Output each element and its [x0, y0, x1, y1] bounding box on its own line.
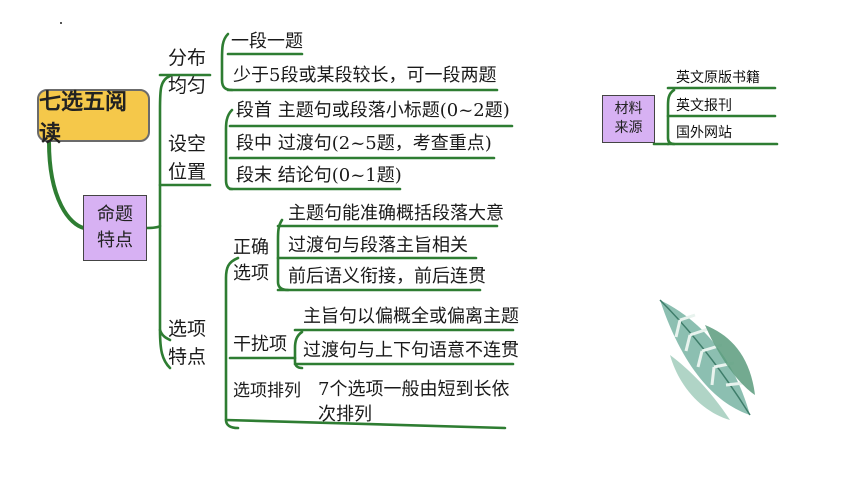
main-node: 命题 特点: [83, 195, 147, 261]
distractor-item: 主旨句以偏概全或偏离主题: [303, 306, 519, 327]
speck: [60, 22, 62, 24]
distractor-item: 过渡句与上下句语意不连贯: [303, 340, 519, 361]
correct-options-label1: 正确: [233, 237, 269, 258]
category-position-label2: 位置: [168, 161, 207, 183]
root-node: 七选五阅读: [37, 89, 150, 147]
category-options-label2: 特点: [168, 346, 207, 368]
distribution-item: 一段一题: [231, 31, 303, 52]
position-item: 段中 过渡句(2~5题，考查重点): [236, 133, 492, 154]
source-item: 英文原版书籍: [676, 70, 760, 86]
main-node-line1: 命题: [97, 204, 133, 225]
arrangement-label: 选项排列: [233, 381, 301, 401]
leaf-illustration: [659, 299, 755, 420]
sources-node-line2: 来源: [614, 120, 643, 136]
position-item: 段首 主题句或段落小标题(0~2题): [236, 100, 510, 121]
category-position-label1: 设空: [168, 133, 207, 155]
category-distribution-label2: 均匀: [168, 75, 207, 97]
arrangement-text-line1: 7个选项一般由短到长依: [318, 379, 510, 400]
source-item: 国外网站: [676, 125, 732, 141]
source-item: 英文报刊: [676, 98, 732, 114]
root-connector: [47, 140, 86, 230]
arrangement-text-line2: 次排列: [318, 404, 372, 425]
correct-options-label2: 选项: [233, 263, 269, 284]
category-distribution-label1: 分布: [168, 47, 207, 69]
category-options-label1: 选项: [168, 318, 207, 340]
correct-option-item: 过渡句与段落主旨相关: [288, 235, 468, 256]
correct-option-item: 前后语义衔接，前后连贯: [288, 266, 486, 287]
sources-node: 材料 来源: [602, 95, 655, 143]
distractor-label: 干扰项: [233, 334, 287, 355]
position-item: 段末 结论句(0~1题): [236, 165, 402, 186]
correct-option-item: 主题句能准确概括段落大意: [288, 203, 504, 224]
sources-node-line1: 材料: [614, 101, 643, 117]
distribution-item: 少于5段或某段较长，可一段两题: [233, 65, 497, 86]
main-node-line2: 特点: [97, 230, 133, 251]
